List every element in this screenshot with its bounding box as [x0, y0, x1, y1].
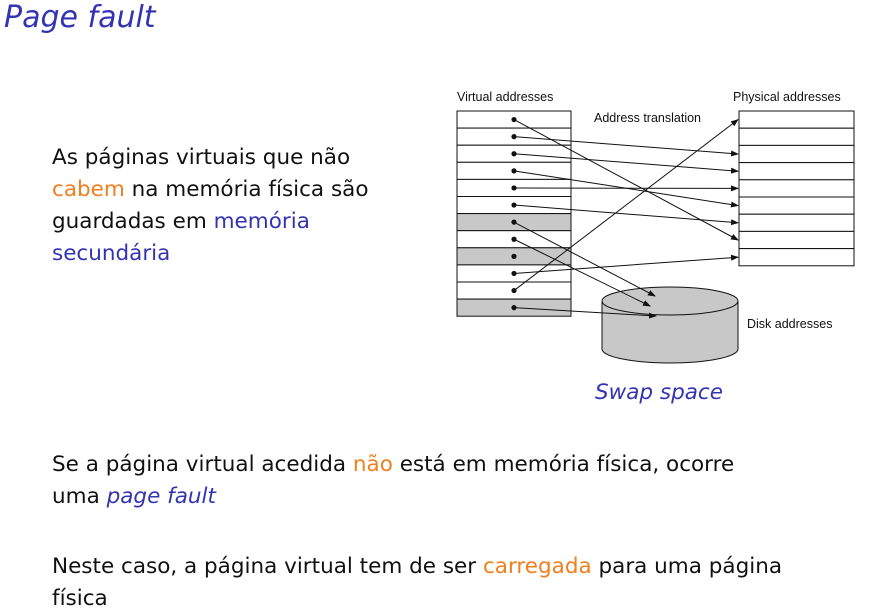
virtual-page-dot [511, 237, 516, 242]
virtual-page-dot [511, 220, 516, 225]
virtual-address-table [457, 111, 571, 316]
p2-text-c: está em memória física, ocorre [400, 452, 735, 477]
physical-frame-row [739, 163, 854, 180]
virtual-page-dot [511, 168, 516, 173]
virtual-page-dot [511, 271, 516, 276]
physical-address-table [739, 111, 854, 266]
physical-frame-row [739, 249, 854, 266]
physical-frame-row [739, 111, 854, 128]
p2-text-a: Se a página virtual acedida [52, 452, 346, 477]
virtual-page-dot [511, 117, 516, 122]
physical-frame-row [739, 180, 854, 197]
paragraph-page-fault: Se a página virtual acedida não está em … [52, 449, 867, 513]
physical-frame-row [739, 214, 854, 231]
address-translation-label: Address translation [594, 111, 701, 125]
virtual-page-dot [511, 134, 516, 139]
physical-frame-row [739, 145, 854, 162]
physical-frame-row [739, 197, 854, 214]
virtual-page-dot [511, 202, 516, 207]
physical-addresses-label: Physical addresses [733, 90, 841, 104]
p3-text-c: para uma página [599, 554, 783, 579]
virtual-page-dot [511, 288, 516, 293]
virtual-page-dot [511, 151, 516, 156]
p2-highlight-page-fault: page fault [107, 484, 216, 509]
disk-top [602, 287, 738, 315]
physical-frame-row [739, 231, 854, 248]
virtual-page-dot [511, 254, 516, 259]
p2-highlight-nao: não [353, 452, 393, 477]
p3-text-a: Neste caso, a página virtual tem de ser [52, 554, 476, 579]
swap-space-caption: Swap space [595, 380, 723, 405]
p2-text-d: uma [52, 484, 100, 509]
disk-cylinder [602, 287, 738, 363]
paragraph-load-page: Neste caso, a página virtual tem de ser … [52, 551, 867, 615]
virtual-page-dot [511, 185, 516, 190]
disk-addresses-label: Disk addresses [747, 317, 832, 331]
virtual-page-dot [511, 305, 516, 310]
virtual-addresses-label: Virtual addresses [457, 90, 553, 104]
physical-frame-row [739, 128, 854, 145]
p3-highlight-carregada: carregada [483, 554, 592, 579]
p3-text-d: física [52, 586, 108, 611]
